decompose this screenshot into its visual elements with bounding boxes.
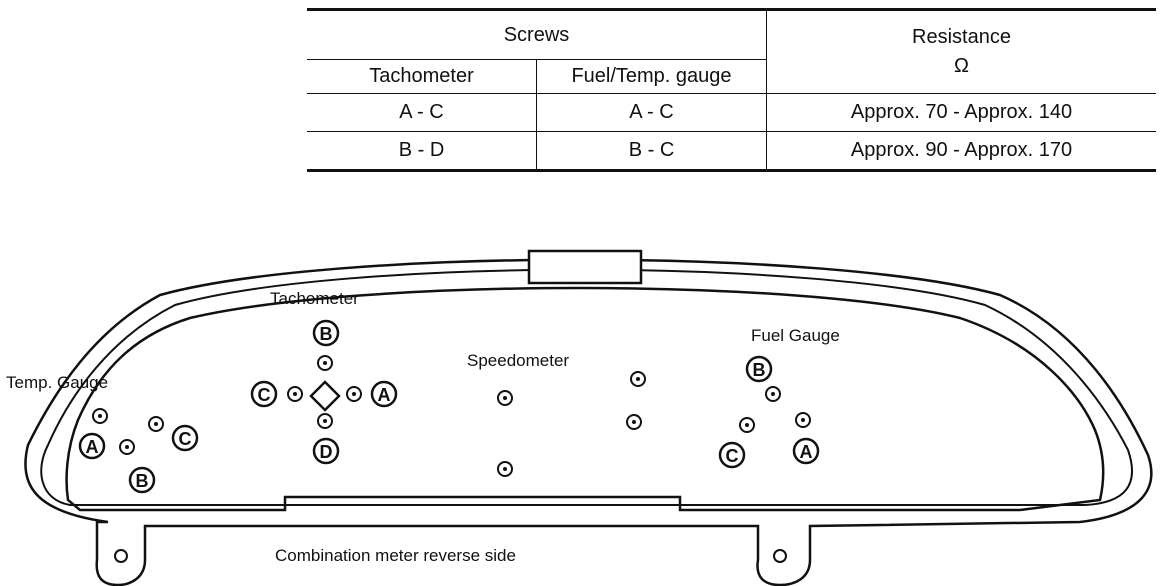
cell-fuel: A - C — [536, 93, 767, 132]
header-resistance-unit: Ω — [954, 55, 969, 77]
cell-fuel: B - C — [536, 131, 767, 171]
header-tachometer: Tachometer — [307, 59, 537, 94]
label-tachometer: Tachometer — [270, 289, 359, 308]
meter-housing-inner — [40, 268, 1133, 506]
screw — [765, 386, 781, 402]
screw — [795, 412, 811, 428]
screw — [317, 413, 333, 429]
mount-hole — [114, 549, 128, 563]
terminal-label-b: B — [136, 471, 149, 491]
terminal-circle — [250, 380, 278, 408]
cell-tach: A - C — [307, 93, 537, 132]
header-resistance: Resistance Ω — [766, 9, 1156, 94]
meter-inner-panel — [65, 286, 1105, 512]
screw — [497, 390, 513, 406]
terminal-label-a: A — [800, 442, 813, 462]
screw — [626, 414, 642, 430]
terminal-label-c: C — [258, 385, 271, 405]
connector-block — [527, 249, 643, 285]
cell-resistance: Approx. 90 - Approx. 170 — [850, 139, 1073, 161]
screw — [497, 461, 513, 477]
tachometer-center-diamond — [309, 380, 341, 412]
terminal-circle — [370, 380, 398, 408]
screw — [287, 386, 303, 402]
terminal-circle — [745, 355, 773, 383]
terminal-label-a: A — [378, 385, 391, 405]
combination-meter-diagram: B C A D A C B B C A Tachometer Fuel Gaug… — [6, 249, 1153, 586]
label-fuel-gauge: Fuel Gauge — [751, 326, 840, 345]
screw — [148, 416, 164, 432]
screw — [92, 408, 108, 424]
resistance-spec-table: Screws Resistance Ω Tachometer Fuel/Temp… — [307, 8, 1156, 172]
terminal-circle — [718, 441, 746, 469]
terminal-label-c: C — [726, 446, 739, 466]
cell-tach: B - D — [307, 131, 537, 171]
label-speedometer: Speedometer — [467, 351, 569, 370]
terminal-label-a: A — [86, 437, 99, 457]
header-fuel-temp: Fuel/Temp. gauge — [536, 59, 767, 94]
terminal-circle — [78, 432, 106, 460]
terminal-circle — [128, 466, 156, 494]
cell-resistance: Approx. 70 - Approx. 140 — [766, 93, 1156, 132]
terminal-label-b: B — [753, 360, 766, 380]
meter-housing-outline — [24, 258, 1153, 586]
table-row: B - D B - C Approx. 90 - Approx. 170 — [307, 131, 1156, 171]
screw — [346, 386, 362, 402]
header-resistance-label: Resistance — [912, 26, 1011, 48]
terminal-label-d: D — [320, 442, 333, 462]
terminal-label-b: B — [320, 324, 333, 344]
mount-hole — [773, 549, 787, 563]
screw — [119, 439, 135, 455]
screw — [317, 355, 333, 371]
screw — [739, 417, 755, 433]
terminal-circle — [171, 424, 199, 452]
terminal-circle — [312, 437, 340, 465]
terminal-label-c: C — [179, 429, 192, 449]
terminal-circle — [792, 437, 820, 465]
header-screws: Screws — [307, 9, 767, 60]
label-temp-gauge: Temp. Gauge — [6, 373, 108, 392]
screw — [630, 371, 646, 387]
terminal-circle — [312, 319, 340, 347]
diagram-caption: Combination meter reverse side — [275, 546, 516, 565]
table-row: A - C A - C Approx. 70 - Approx. 140 — [307, 93, 1156, 132]
